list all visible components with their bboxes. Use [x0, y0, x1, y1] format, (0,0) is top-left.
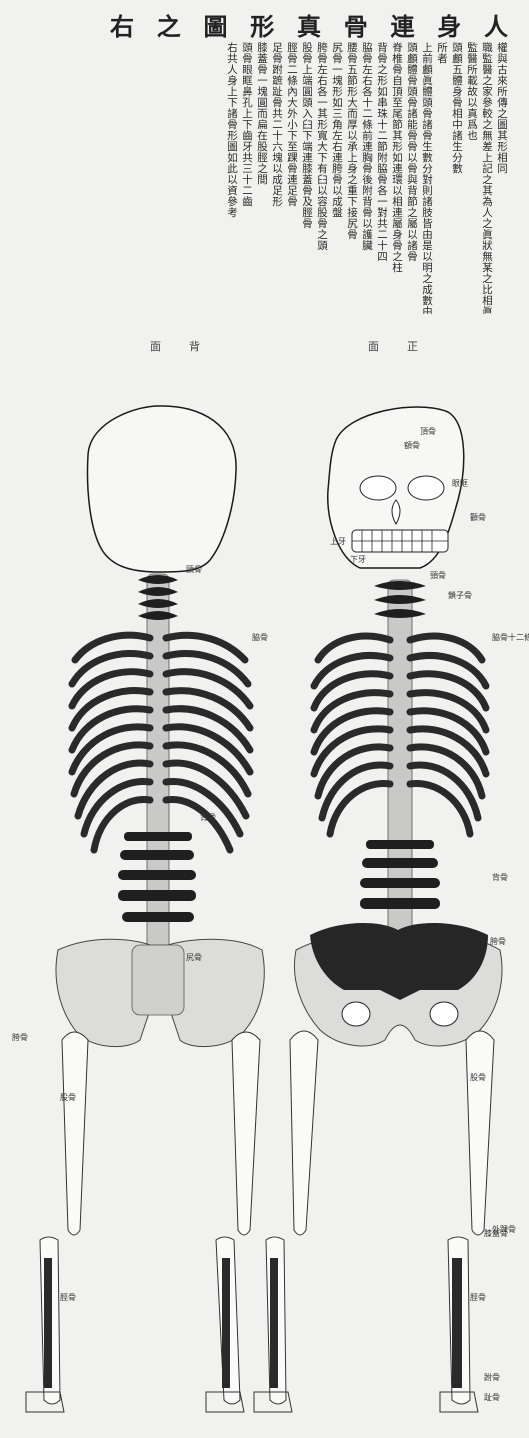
front-note: 趾骨 [484, 1393, 500, 1402]
front-note: 鎖子骨 [448, 590, 472, 600]
front-note: 跗骨 [484, 1372, 500, 1382]
front-note: 下牙 [350, 555, 366, 564]
front-note: 股骨 [470, 1073, 486, 1082]
back-note: 脛骨 [60, 1293, 76, 1302]
front-annotations: 頂骨 額骨 眼眶 顴骨 上牙 下牙 頸骨 鎖子骨 脇骨十二條 背骨 胯骨 股骨 … [330, 427, 529, 1402]
front-note: 上牙 [330, 537, 346, 546]
back-note: 脇骨 [252, 633, 268, 642]
back-note: 股骨 [60, 1093, 76, 1102]
back-note: 尻骨 [186, 953, 202, 962]
front-skeleton [254, 407, 502, 1412]
front-note: 脇骨十二條 [492, 632, 529, 642]
front-note: 頸骨 [430, 571, 446, 580]
front-note: 額骨 [404, 440, 420, 450]
back-skull [88, 406, 237, 572]
front-note: 外踝骨 [492, 1224, 516, 1234]
front-note: 頂骨 [420, 427, 436, 436]
front-note: 顴骨 [470, 512, 486, 522]
back-skeleton [26, 406, 264, 1412]
front-note: 眼眶 [452, 479, 468, 488]
back-note: 背骨 [200, 812, 216, 822]
front-note: 脛骨 [470, 1293, 486, 1302]
back-note: 頸骨 [186, 565, 202, 574]
front-note: 胯骨 [490, 936, 506, 946]
front-note: 背骨 [492, 872, 508, 882]
back-note: 胯骨 [12, 1032, 28, 1042]
